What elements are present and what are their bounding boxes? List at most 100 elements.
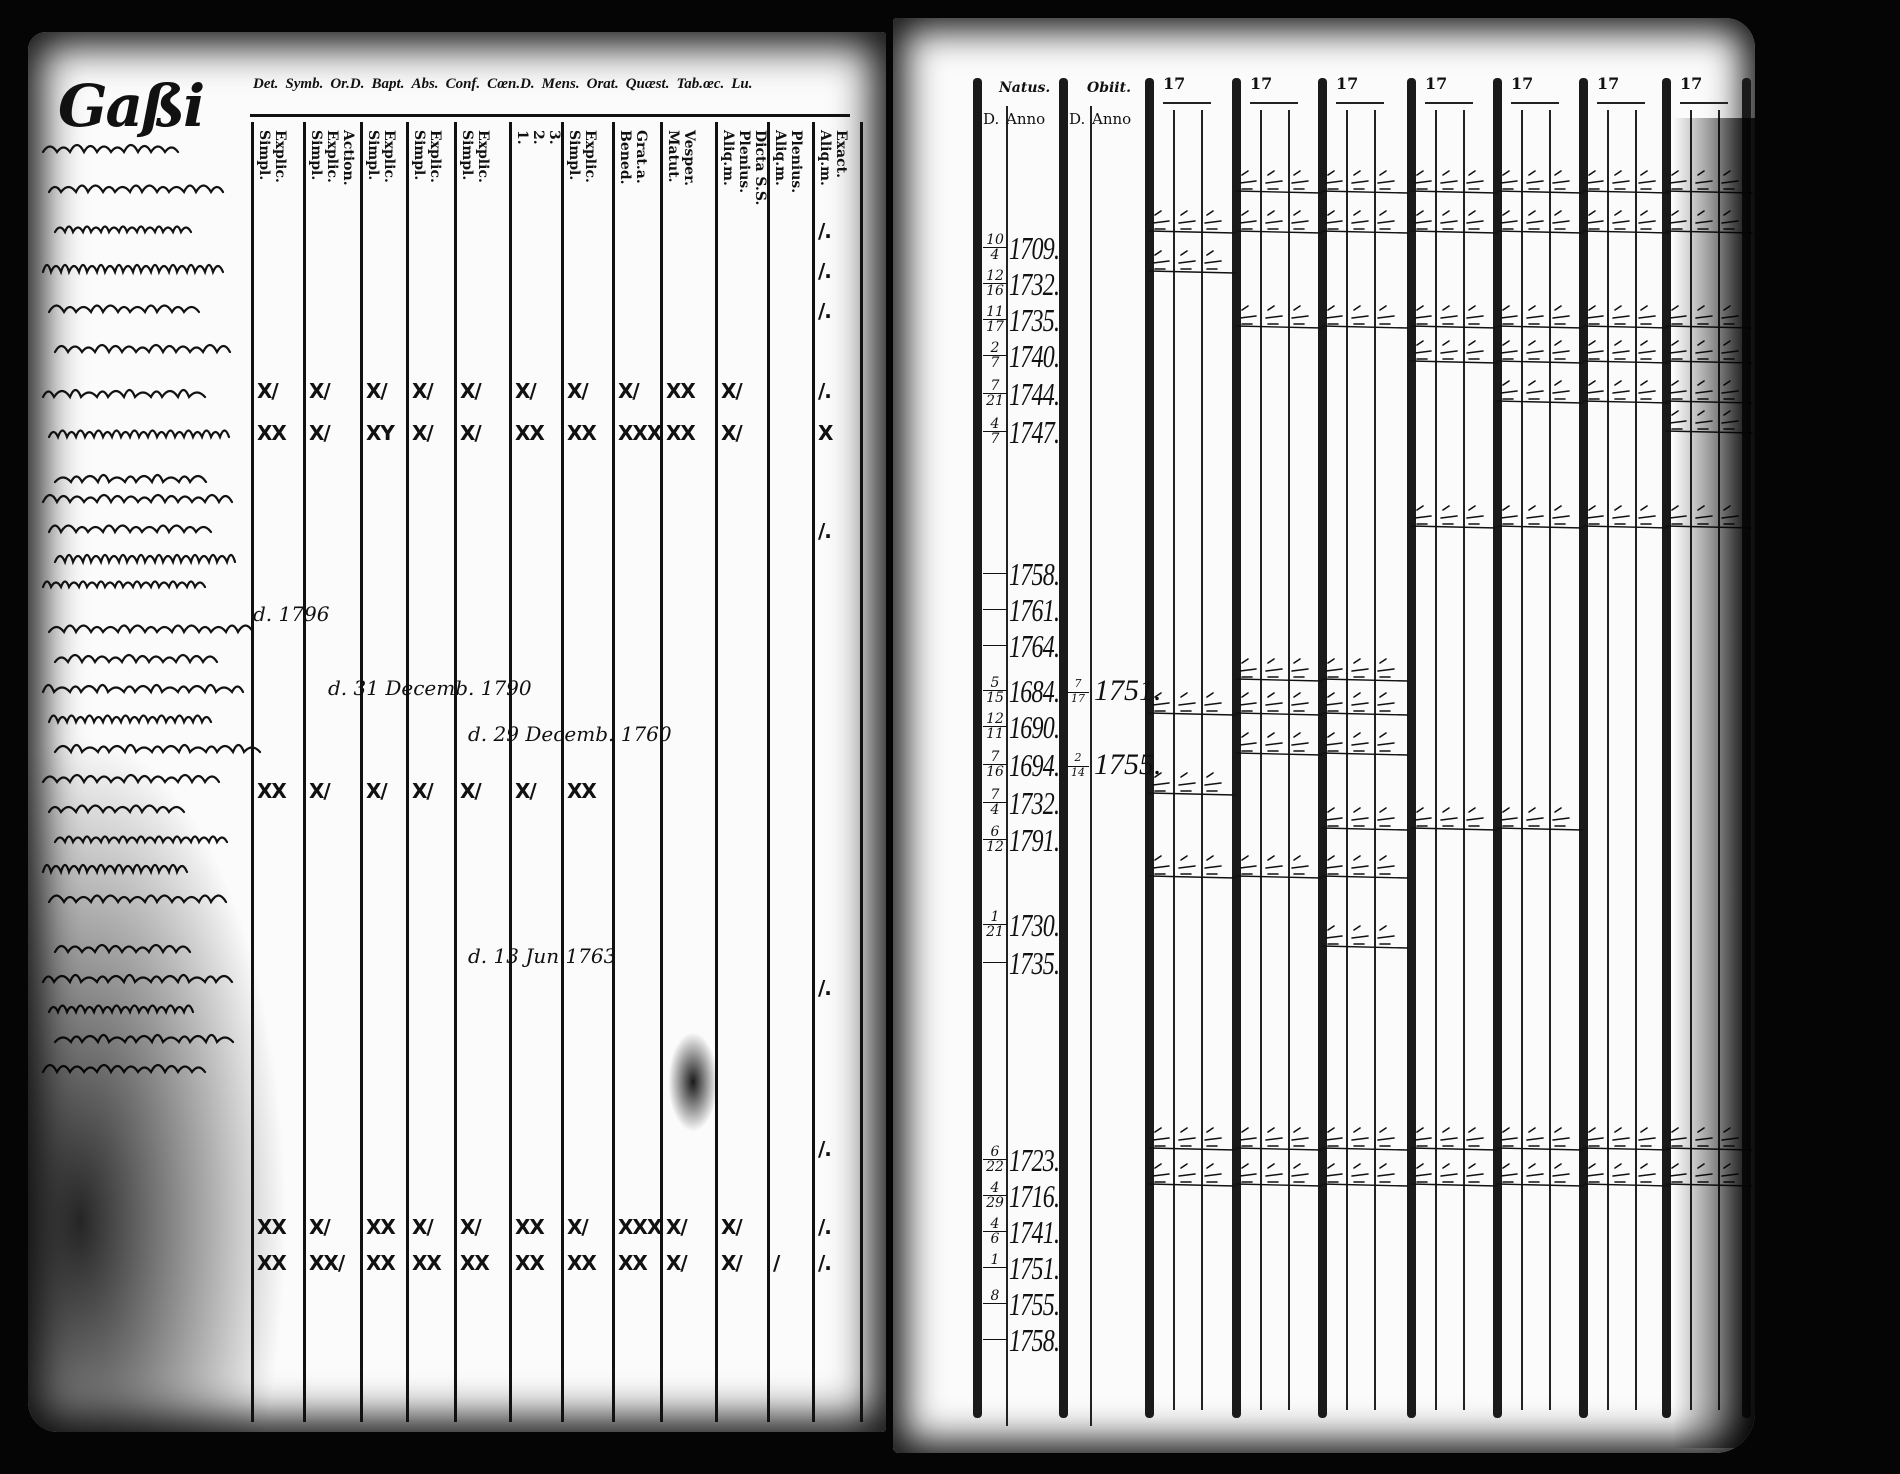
subcolumn-divider — [1463, 110, 1465, 1410]
entry-rule — [1235, 875, 1323, 879]
handwritten-name — [41, 388, 207, 400]
column-divider — [1232, 78, 1241, 1418]
birth-year: 1730. — [1009, 907, 1060, 943]
entry-rule — [1235, 1147, 1323, 1151]
exam-mark: /. — [818, 1137, 832, 1161]
entry-fraction — [1721, 410, 1739, 430]
handwritten-name — [41, 493, 234, 505]
birth-year: 1761. — [1009, 592, 1060, 628]
birth-month-num: 12 — [986, 839, 1004, 855]
year-underline — [1425, 102, 1473, 104]
birth-day: 1 — [983, 1253, 1007, 1282]
exam-mark: XXX — [618, 1215, 662, 1239]
entry-rule — [1321, 827, 1409, 831]
entry-rule — [1665, 190, 1753, 194]
entry-fraction — [1721, 1163, 1739, 1183]
handwritten-name — [47, 429, 231, 440]
column-subheader: Simpl.Explic. — [411, 130, 443, 183]
exam-mark: /. — [818, 519, 832, 543]
entry-rule — [1410, 360, 1498, 364]
entry-rule — [1321, 875, 1409, 879]
entry-fraction — [1721, 380, 1739, 400]
entry-rule — [1582, 1183, 1670, 1187]
handwritten-name — [47, 1004, 195, 1015]
entry-rule — [1235, 190, 1323, 194]
entry-fraction — [1586, 380, 1604, 400]
exam-mark: XX — [460, 1251, 490, 1275]
subcolumn-divider — [1260, 110, 1262, 1410]
column-subheader-label: Aliq.m. — [772, 130, 788, 186]
entry-fraction — [1325, 658, 1343, 678]
handwritten-name — [47, 524, 213, 535]
subcolumn-divider — [1374, 110, 1376, 1410]
exam-mark: X/ — [460, 779, 482, 803]
year-group-header: 17 — [1511, 74, 1534, 93]
entry-rule — [1665, 360, 1753, 364]
entry-fraction — [1351, 1163, 1369, 1183]
entry-fraction — [1414, 210, 1432, 230]
entry-rule — [1665, 525, 1753, 529]
birth-year: 1751. — [1009, 1250, 1060, 1286]
column-group-header: Mens. — [541, 76, 580, 92]
entry-fraction — [1414, 170, 1432, 190]
birth-year: 1684. — [1009, 673, 1060, 709]
exam-mark: X/ — [366, 779, 388, 803]
year-group-header: 17 — [1425, 74, 1448, 93]
entry-fraction — [1265, 732, 1283, 752]
entry-fraction — [1552, 210, 1570, 230]
entry-rule — [1410, 325, 1498, 329]
entry-fraction — [1265, 855, 1283, 875]
column-subheader-label: Simpl. — [459, 130, 475, 181]
birth-month-num: 4 — [990, 247, 1000, 263]
entry-fraction — [1695, 380, 1713, 400]
birth-month-num: 6 — [990, 1231, 1000, 1247]
exam-mark: X/ — [460, 1215, 482, 1239]
entry-fraction — [1414, 807, 1432, 827]
column-subheader-label: Explic. — [324, 130, 340, 183]
entry-rule — [1321, 712, 1409, 716]
exam-mark: /. — [818, 219, 832, 243]
birth-month-num: 16 — [986, 283, 1004, 299]
entry-fraction — [1377, 732, 1395, 752]
entry-rule — [1410, 827, 1498, 831]
entry-fraction — [1239, 170, 1257, 190]
entry-fraction — [1500, 1127, 1518, 1147]
birth-year: 1732. — [1009, 266, 1060, 302]
entry-fraction — [1526, 807, 1544, 827]
handwritten-name — [41, 863, 189, 876]
entry-rule — [1321, 190, 1409, 194]
column-subheader: Aliq.m.Exact. — [817, 130, 849, 186]
entry-fraction — [1552, 380, 1570, 400]
exam-mark: /. — [818, 976, 832, 1000]
entry-fraction — [1466, 305, 1484, 325]
entry-fraction — [1377, 210, 1395, 230]
exam-mark: X/ — [567, 379, 589, 403]
exam-mark: X/ — [366, 379, 388, 403]
exam-mark: XX — [567, 1251, 597, 1275]
entry-fraction — [1351, 692, 1369, 712]
column-divider — [715, 122, 718, 1422]
entry-rule — [1496, 1147, 1584, 1151]
entry-fraction — [1466, 210, 1484, 230]
entry-rule — [1496, 230, 1584, 234]
entry-fraction — [1377, 855, 1395, 875]
entry-fraction — [1612, 1127, 1630, 1147]
column-subheader: 1.2.3. — [514, 130, 562, 145]
entry-fraction — [1291, 305, 1309, 325]
entry-rule — [1321, 325, 1409, 329]
column-subheader-label: Explic. — [582, 130, 598, 183]
entry-rule — [1321, 945, 1409, 949]
column-group-header: Orat. — [586, 76, 619, 92]
column-divider — [860, 122, 863, 1422]
entry-rule — [1410, 1183, 1498, 1187]
entry-fraction — [1440, 210, 1458, 230]
entry-fraction — [1586, 305, 1604, 325]
year-group-header: 17 — [1680, 74, 1703, 93]
entry-rule — [1496, 525, 1584, 529]
death-year: 1751. — [1094, 674, 1162, 707]
entry-rule — [1496, 1183, 1584, 1187]
